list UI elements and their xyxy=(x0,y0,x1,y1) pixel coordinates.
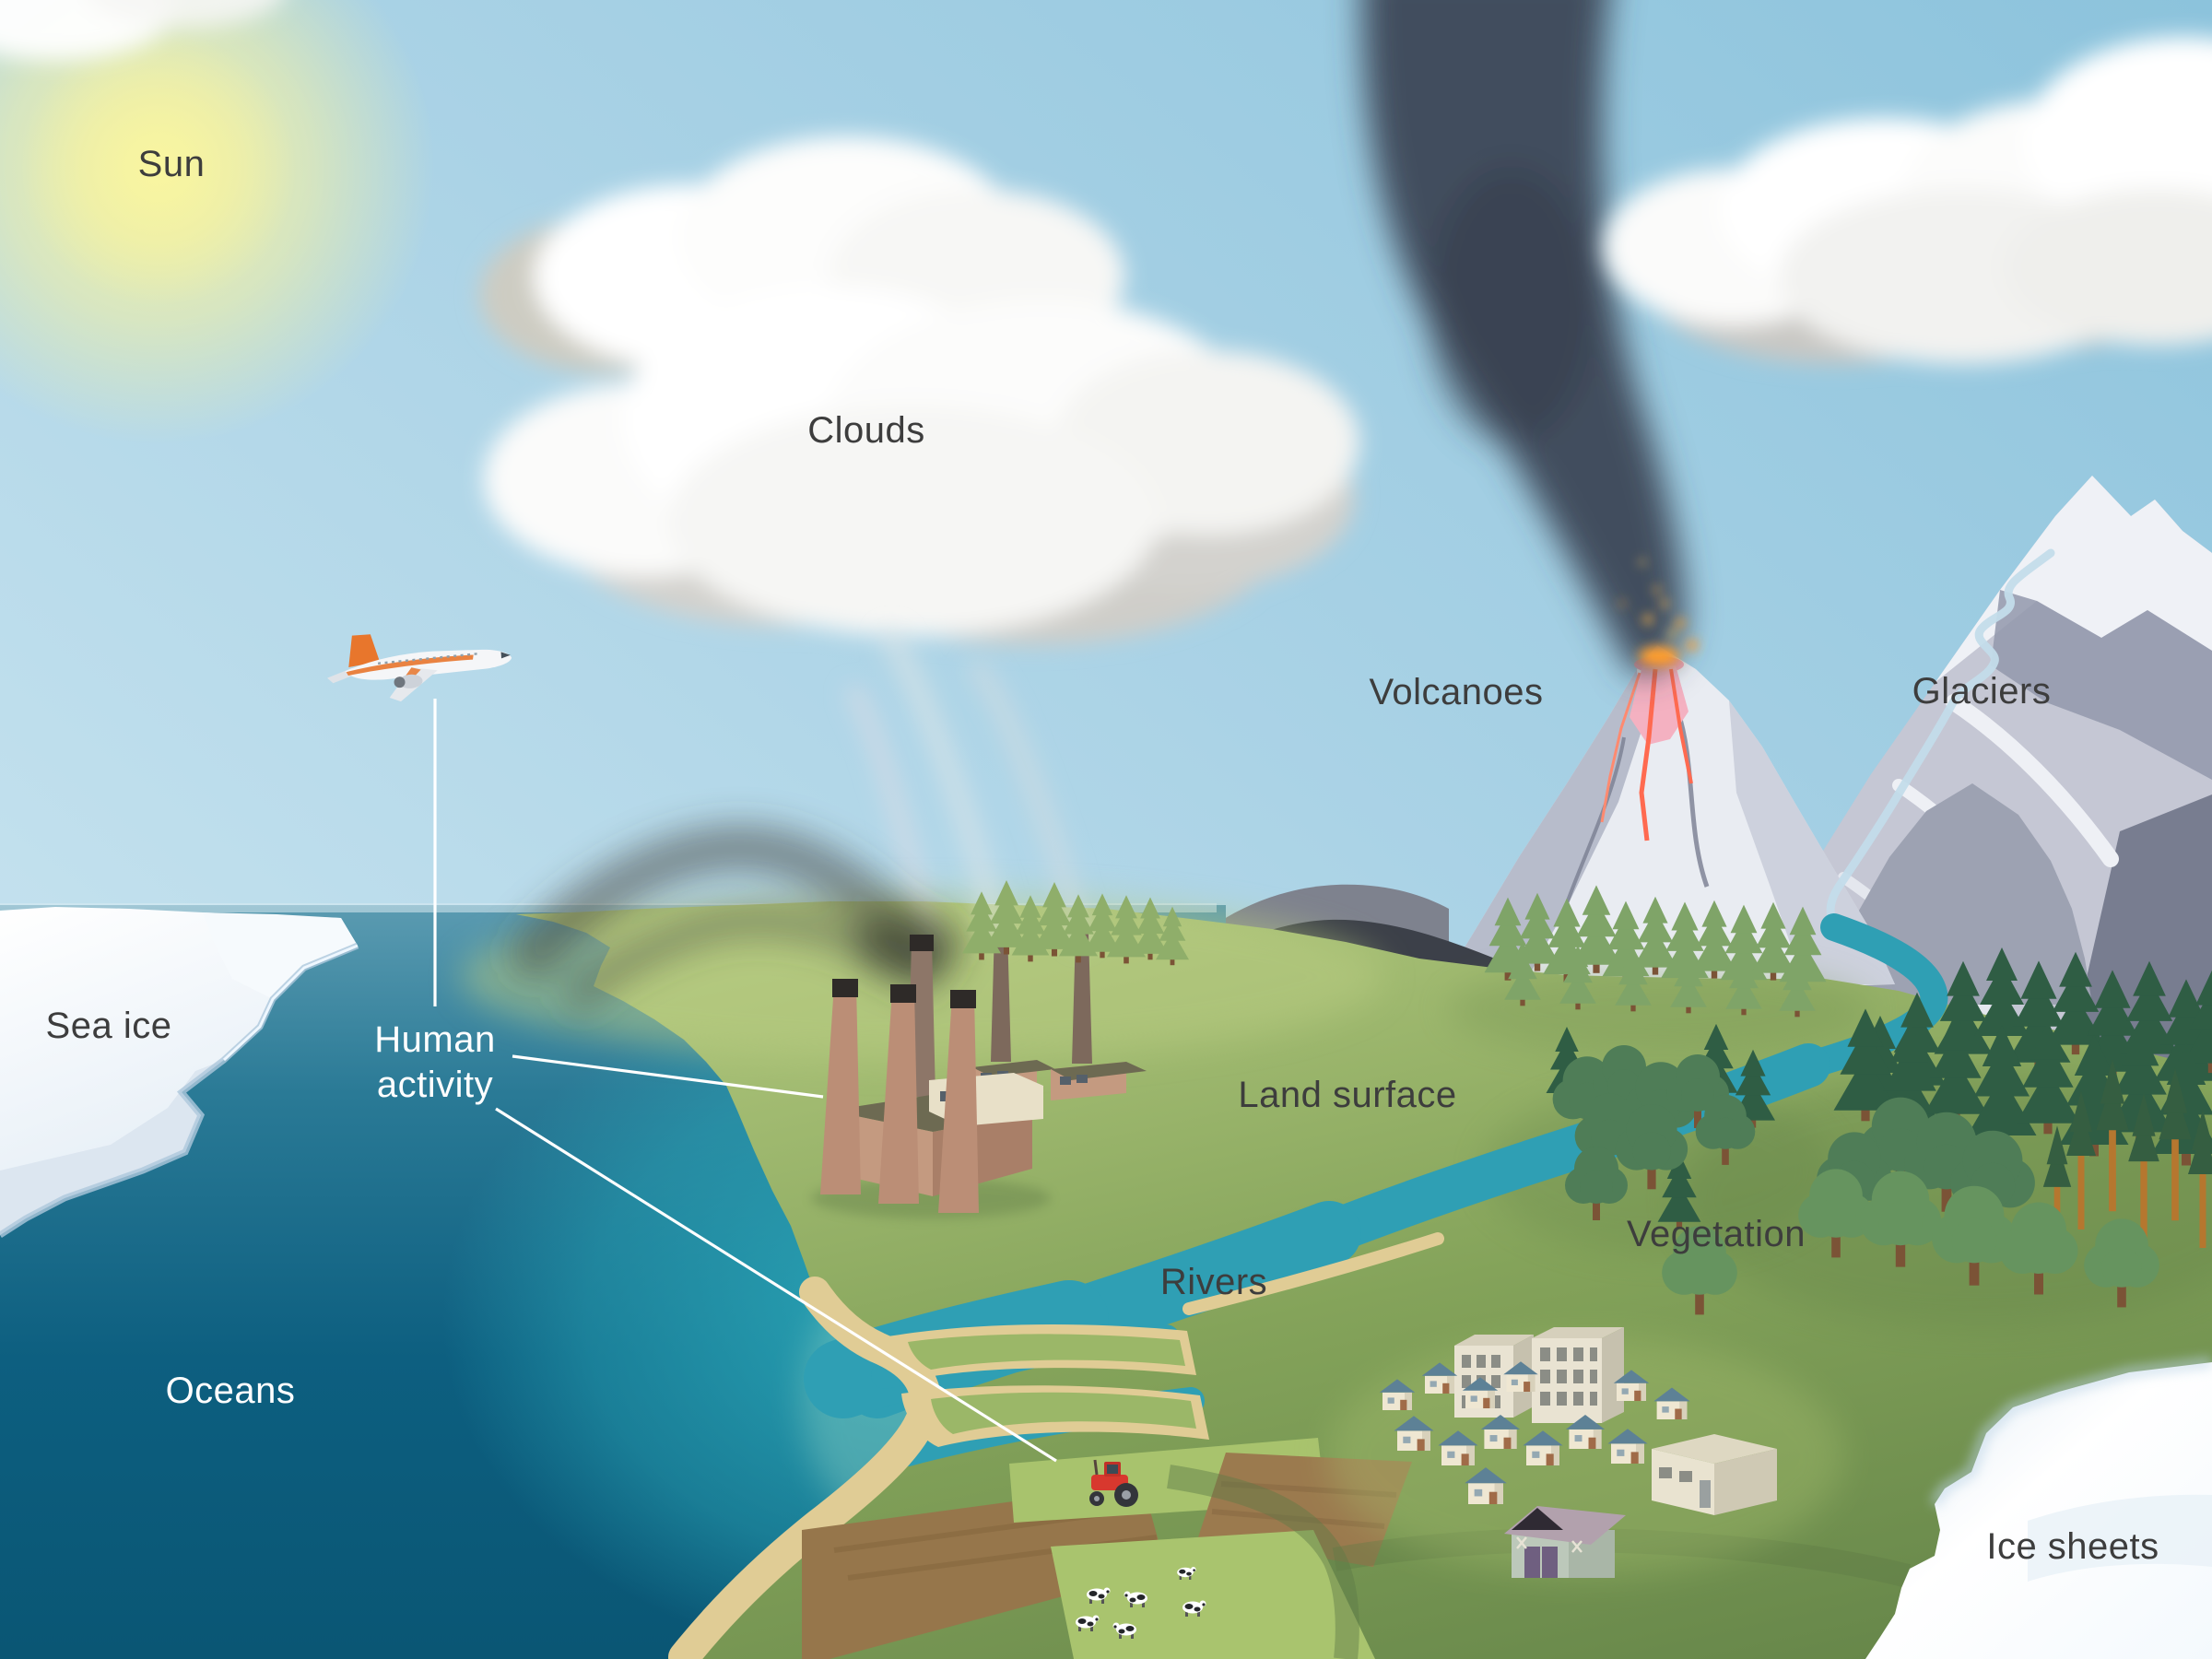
smokestack xyxy=(991,929,1011,1062)
town xyxy=(1327,1327,1843,1578)
field-brown xyxy=(802,1484,1166,1659)
leader-line-factory xyxy=(512,1054,824,1099)
airplane-engine xyxy=(398,674,423,688)
smokestack xyxy=(1072,933,1092,1064)
airplane-cockpit xyxy=(500,652,511,659)
tractor xyxy=(1089,1459,1138,1507)
lava-stream xyxy=(1669,668,1693,784)
airplane-stripe xyxy=(346,654,474,677)
label-volcanoes: Volcanoes xyxy=(1369,672,1543,712)
leader-line-tractor xyxy=(495,1107,1057,1463)
factory-smoke-dark xyxy=(511,824,961,1011)
cloud-top-right xyxy=(1604,37,2212,364)
cloud-main xyxy=(479,136,1359,645)
sun-core xyxy=(20,29,297,306)
warehouse xyxy=(1652,1434,1777,1515)
label-human-activity-line2: activity xyxy=(377,1065,493,1105)
factory xyxy=(811,929,1147,1218)
cloud-corner xyxy=(0,0,280,60)
leader-lines xyxy=(433,699,1057,1463)
ice-sheet xyxy=(1865,1357,2212,1659)
label-sun: Sun xyxy=(138,144,206,184)
factory-smoke-light xyxy=(845,629,1091,948)
barn xyxy=(1504,1506,1626,1578)
label-human-activity-line1: Human xyxy=(374,1019,495,1060)
label-rivers: Rivers xyxy=(1160,1262,1267,1302)
road xyxy=(1167,1465,1359,1659)
eruption-sparks xyxy=(1619,559,1698,666)
label-vegetation: Vegetation xyxy=(1627,1214,1806,1254)
label-sea-ice: Sea ice xyxy=(46,1006,172,1046)
smokestack xyxy=(820,984,861,1194)
label-land-surface: Land surface xyxy=(1238,1075,1456,1115)
smokestack xyxy=(878,990,919,1204)
airplane xyxy=(327,634,512,702)
lava-stream xyxy=(1639,668,1658,841)
apartment-building xyxy=(1532,1327,1624,1423)
airplane-tail-fin xyxy=(348,634,380,667)
label-oceans: Oceans xyxy=(166,1371,296,1411)
label-glaciers: Glaciers xyxy=(1912,671,2052,712)
lava-stream xyxy=(1600,672,1641,823)
label-ice-sheets: Ice sheets xyxy=(1986,1526,2159,1567)
labels: Sun Clouds Volcanoes Glaciers Sea ice Hu… xyxy=(46,144,2159,1567)
smokestack xyxy=(938,995,979,1213)
volcano-smoke-plume xyxy=(1361,0,1686,675)
glacial-stream xyxy=(1826,548,2055,932)
sea-ice xyxy=(0,907,359,1238)
label-clouds: Clouds xyxy=(807,410,925,451)
river-bank-sand xyxy=(1182,1232,1444,1315)
